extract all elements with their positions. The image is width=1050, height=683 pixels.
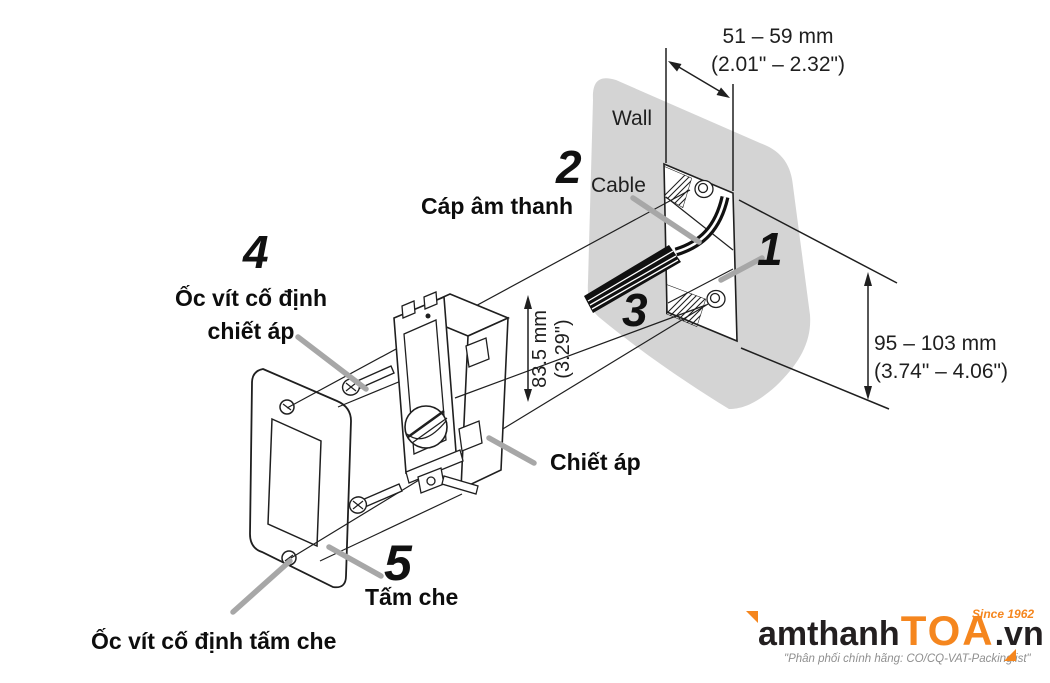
box-width-dimension: 51 – 59 mm (2.01" – 2.32") [688,23,868,79]
box-height-in: (3.74" – 4.06") [874,360,1008,383]
box-height-dimension: 95 – 103 mm (3.74" – 4.06") [874,330,1008,386]
cover-plate-screws-label: Ốc vít cố định tấm che [91,628,337,654]
step-1-wall-box: 1 [757,223,783,275]
attenuator-screws-label-line1: Ốc vít cố định [174,285,328,311]
box-screw-tabs [694,179,726,309]
logo-since: Since 1962 [972,607,1035,621]
dimension-attenuator-height [524,295,532,402]
box-width-mm: 51 – 59 mm [722,25,834,48]
cover-plate-label: Tấm che [365,584,459,610]
mounting-screws-drawing [341,365,403,514]
step-3-pull-cable: 3 [622,284,648,336]
cover-plate-drawing [249,368,352,589]
attenuator-drawing [393,291,511,495]
attenuator-height-in: (3.29") [552,319,574,379]
logo-brand: TOA [900,607,995,654]
logo-brand-row: amthanh TOA .vn [758,607,1044,655]
dimension-box-width [665,48,734,191]
attenuator-height-dimension: 83.5 mm (3.29") [494,293,610,405]
attenuator-screws-label-line2: chiết áp [207,318,295,344]
box-height-mm: 95 – 103 mm [874,332,997,355]
audio-cable-drawing [584,195,730,313]
step-5-cover-plate: 5 [384,535,412,591]
watermark-logo: amthanh TOA .vn Since 1962 "Phân phối ch… [744,601,1044,679]
wall-label: Wall [612,107,653,130]
leader-lines [230,195,765,615]
logo-tld: .vn [994,615,1044,653]
box-width-in: (2.01" – 2.32") [711,53,845,76]
attenuator-label: Chiết áp [550,449,641,475]
alignment-line-front [454,304,707,399]
step-2-cable: 2 [556,141,582,193]
step-4-screws: 4 [243,226,269,278]
cable-label: Cable [591,174,646,197]
logo-triangle-left [746,611,758,623]
logo-tagline: "Phân phối chính hãng: CO/CQ-VAT-Packing… [784,653,1031,665]
logo-prefix: amthanh [758,615,900,653]
cable-label-vi: Cáp âm thanh [421,193,574,219]
attenuator-screws-label: Ốc vít cố định chiết áp [156,282,346,348]
attenuator-height-mm: 83.5 mm [529,310,551,388]
dimension-box-height [738,199,898,410]
